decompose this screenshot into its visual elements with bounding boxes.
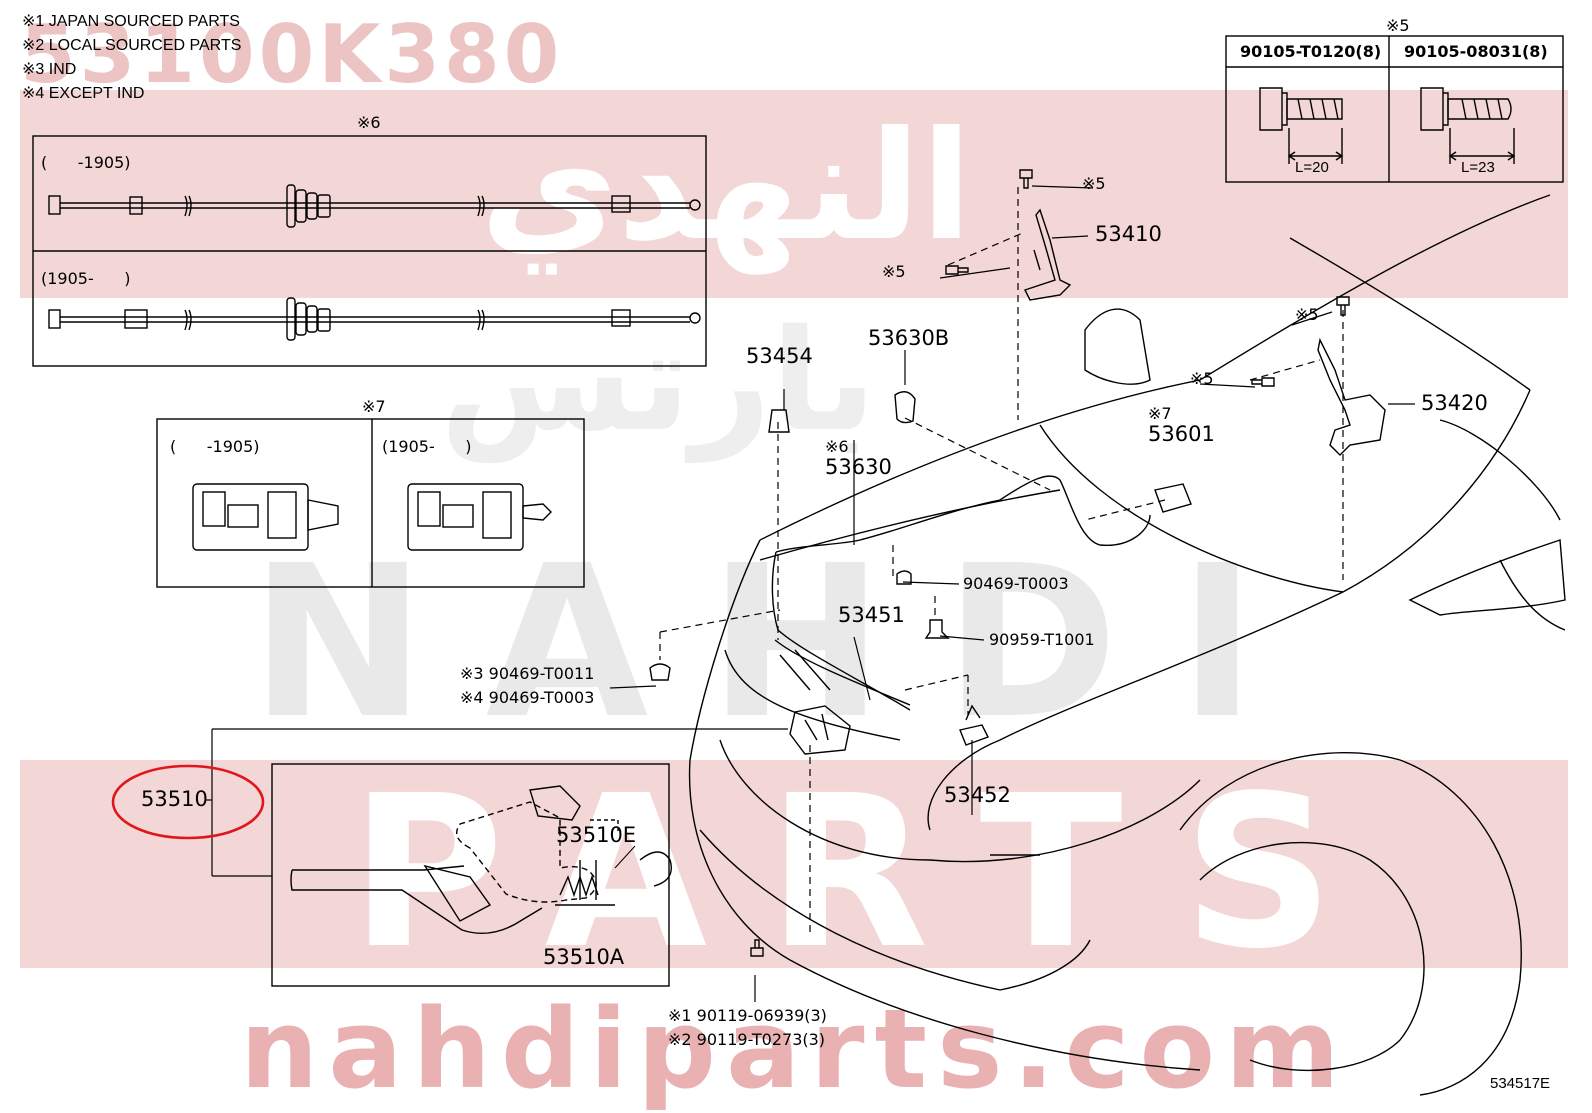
callout-53510A: 53510A bbox=[543, 945, 625, 969]
highlight-ellipse bbox=[111, 764, 265, 840]
hood-release-cable-early-icon bbox=[48, 184, 701, 228]
callout-53454: 53454 bbox=[746, 344, 813, 368]
cable-box-row1-label: ( -1905) bbox=[41, 153, 131, 172]
bolt-col2-header: 90105-08031(8) bbox=[1404, 42, 1548, 61]
watermark-band-top bbox=[20, 90, 1568, 298]
callout-53410: 53410 bbox=[1095, 222, 1162, 246]
callout-53420: 53420 bbox=[1421, 391, 1488, 415]
watermark-part-number: 53100K380 bbox=[20, 8, 564, 101]
leader-lines bbox=[659, 187, 1344, 935]
callout-53601-mark: ※7 bbox=[1148, 404, 1172, 423]
callout-53452: 53452 bbox=[944, 783, 1011, 807]
callout-53630-mark: ※6 bbox=[825, 437, 849, 456]
callout-ind-90469-T0011: ※3 90469-T0011 bbox=[460, 664, 595, 683]
clip-late-icon bbox=[407, 483, 552, 551]
note-japan-sourced: ※1 JAPAN SOURCED PARTS bbox=[22, 13, 240, 30]
hood-lock-icon bbox=[789, 705, 851, 755]
bolt-variant-box bbox=[1225, 35, 1564, 183]
watermark-site: nahdiparts.com bbox=[240, 985, 1350, 1113]
callout-90469-T0003: 90469-T0003 bbox=[963, 574, 1069, 593]
watermark-word-2: PARTS bbox=[350, 750, 1394, 995]
callout-japan-90119-06939: ※1 90119-06939(3) bbox=[668, 1006, 827, 1025]
footnote-legend: ※1 JAPAN SOURCED PARTS ※2 LOCAL SOURCED … bbox=[22, 10, 241, 106]
callout-53510E: 53510E bbox=[556, 823, 637, 847]
bolt-col1-header: 90105-T0120(8) bbox=[1240, 42, 1382, 61]
callout-53510: 53510 bbox=[141, 787, 208, 811]
clip-part-icons bbox=[649, 391, 1192, 681]
cable-variant-box bbox=[32, 135, 707, 367]
cable-box-mark: ※6 bbox=[357, 113, 381, 132]
callout-90959-T1001: 90959-T1001 bbox=[989, 630, 1095, 649]
bolt-mark-hinge-lh-top: ※5 bbox=[1082, 174, 1106, 193]
hood-lock-support-icon bbox=[959, 704, 989, 746]
bolt-l23-icon bbox=[1420, 87, 1516, 164]
bolt-icon-group bbox=[750, 169, 1350, 957]
watermark-band-bottom bbox=[20, 760, 1568, 968]
bolt-col1-length: L=20 bbox=[1295, 159, 1329, 176]
cable-route bbox=[771, 475, 1151, 711]
callout-local-90119-T0273: ※2 90119-T0273(3) bbox=[668, 1030, 826, 1049]
bolt-col2-length: L=23 bbox=[1461, 159, 1495, 176]
solid-leaders bbox=[206, 185, 1415, 1002]
note-ind: ※3 IND bbox=[22, 61, 77, 78]
hood-hinge-lh-icon bbox=[1024, 208, 1072, 301]
clip-early-icon bbox=[192, 483, 339, 551]
bolt-mark-hinge-lh-side: ※5 bbox=[882, 262, 906, 281]
bolt-mark-hinge-rh-side: ※5 bbox=[1190, 369, 1214, 388]
callout-53601: 53601 bbox=[1148, 422, 1215, 446]
callout-53630B: 53630B bbox=[868, 326, 950, 350]
callout-53451: 53451 bbox=[838, 603, 905, 627]
clip-variant-box bbox=[156, 418, 585, 588]
note-except-ind: ※4 EXCEPT IND bbox=[22, 85, 145, 102]
hood-lock-detail-box bbox=[271, 763, 672, 987]
callout-53630: 53630 bbox=[825, 455, 892, 479]
vehicle-outline bbox=[688, 194, 1566, 1096]
note-local-sourced: ※2 LOCAL SOURCED PARTS bbox=[22, 37, 242, 54]
watermark-arabic-2: بارتس bbox=[440, 300, 877, 463]
watermark-arabic: النهدي bbox=[480, 100, 973, 274]
watermark-word-1: NAHDI bbox=[250, 520, 1317, 765]
bolt-box-mark: ※5 bbox=[1386, 16, 1410, 35]
clip-box-left-label: ( -1905) bbox=[170, 437, 260, 456]
clip-box-right-label: (1905- ) bbox=[382, 437, 472, 456]
clip-box-mark: ※7 bbox=[362, 397, 386, 416]
bolt-l20-icon bbox=[1259, 87, 1344, 164]
cable-box-row2-label: (1905- ) bbox=[41, 269, 131, 288]
figure-id: 534517E bbox=[1490, 1075, 1551, 1092]
hood-release-cable-late-icon bbox=[48, 297, 701, 341]
bolt-mark-hinge-rh-top: ※5 bbox=[1295, 305, 1319, 324]
hood-hinge-rh-icon bbox=[1317, 337, 1386, 456]
callout-except-ind-90469-T0003: ※4 90469-T0003 bbox=[460, 688, 595, 707]
